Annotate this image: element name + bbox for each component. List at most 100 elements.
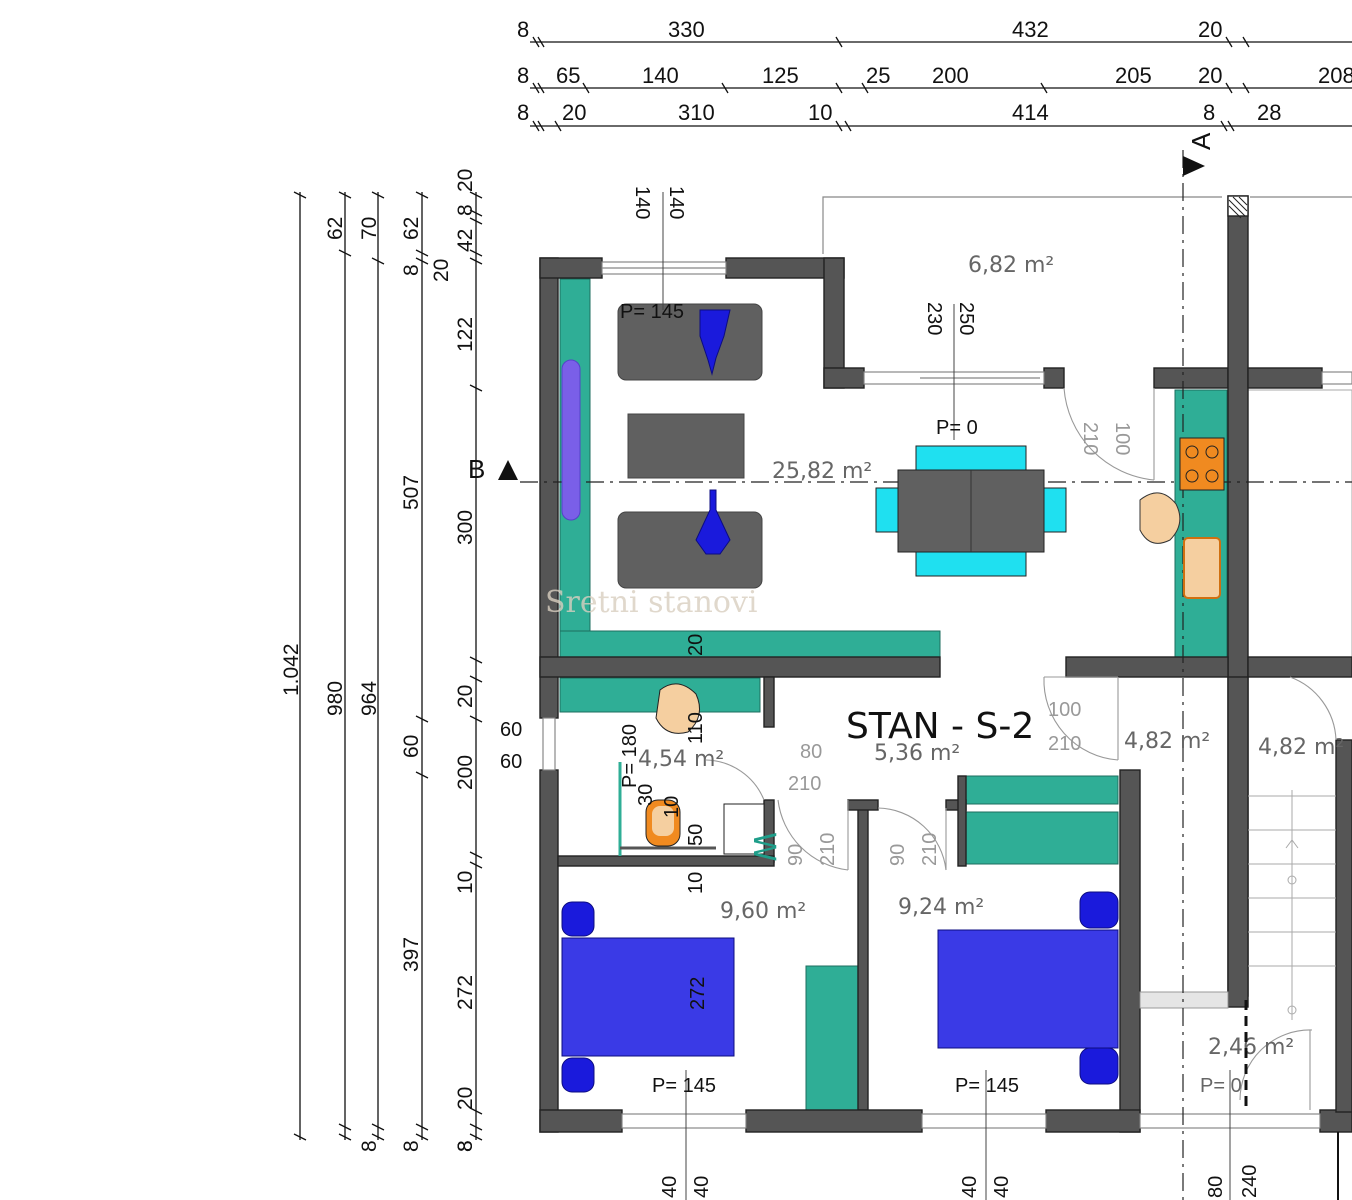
cook-person-icon (1139, 492, 1181, 544)
wall-mid-right (1065, 656, 1229, 678)
area-hall: 5,36 m² (874, 741, 960, 766)
area-bath: 4,54 m² (638, 747, 724, 772)
dim-507: 507 (400, 475, 423, 510)
nightstand-right-bottom (1079, 1047, 1119, 1085)
dim-122: 122 (454, 317, 477, 352)
dim-low-20: 20 (562, 100, 586, 125)
label-100a: 100 (1111, 422, 1133, 455)
label-30: 30 (635, 784, 657, 806)
dim-62b: 62 (400, 217, 423, 240)
label-p180: P= 180 (619, 724, 641, 788)
dim-300: 300 (454, 510, 477, 545)
label-110: 110 (685, 712, 707, 744)
wall-top-g (1247, 367, 1323, 389)
label-bot240: 240 (1239, 1165, 1261, 1198)
area-stair: 4,82 m² (1258, 735, 1344, 760)
label-210b: 210 (1048, 733, 1081, 755)
label-60b: 60 (500, 751, 522, 773)
chairs-top (915, 445, 1027, 471)
wall-far-right (1335, 739, 1352, 1113)
left-dimension-lines (293, 191, 483, 1141)
label-272: 272 (687, 977, 709, 1010)
dim-mid-208: 208 (1318, 63, 1352, 88)
label-p145b: P= 145 (652, 1075, 716, 1097)
dim-low-28: 28 (1257, 100, 1281, 125)
dim-20c: 20 (454, 685, 477, 708)
label-10a: 10 (661, 796, 683, 818)
dim-mid-20: 20 (1198, 63, 1222, 88)
top-dimension-lines (530, 36, 1352, 132)
bed-wardrobe (805, 965, 859, 1111)
label-p145c: P= 145 (955, 1075, 1019, 1097)
hatched-column (1227, 195, 1249, 219)
area-terrace: 6,82 m² (968, 253, 1054, 278)
dining-set (875, 445, 1067, 577)
stairs (1139, 790, 1336, 1020)
label-100b: 100 (1048, 699, 1081, 721)
dim-200: 200 (454, 755, 477, 790)
label-210e: 210 (919, 833, 941, 866)
person-icon-bottom (695, 489, 731, 555)
kitchen-counter (1174, 389, 1228, 659)
area-labels: 25,82 m² 6,82 m² 4,54 m² 5,36 m² 4,82 m²… (638, 253, 1344, 1060)
area-bed1: 9,60 m² (720, 899, 806, 924)
dim-mid-8: 8 (517, 63, 529, 88)
label-bot40a: 40 (659, 1176, 681, 1198)
bedroom-furniture (561, 891, 1119, 1093)
dim-top-330: 330 (668, 17, 705, 42)
section-b-label: B (468, 454, 485, 484)
label-80: 80 (800, 741, 822, 763)
wall-bath-bottom (557, 855, 775, 867)
person-icon-top (699, 309, 731, 376)
dim-mid-200: 200 (932, 63, 969, 88)
stove-icon (1179, 437, 1225, 491)
label-bot40c: 40 (959, 1176, 981, 1198)
label-90a: 90 (785, 844, 807, 866)
wall-bottom-c (1045, 1109, 1141, 1133)
label-140b: 140 (665, 186, 687, 219)
chairs-bottom (915, 551, 1027, 577)
label-230: 230 (923, 302, 945, 335)
label-60a: 60 (500, 719, 522, 741)
wall-stair-left (1227, 676, 1249, 1008)
wall-right-bed (1119, 769, 1141, 1133)
dim-272: 272 (454, 975, 477, 1010)
section-a-arrow (1183, 156, 1205, 176)
label-p0b: P= 0 (1200, 1075, 1242, 1097)
label-50: 50 (685, 824, 707, 846)
dim-62a: 62 (324, 217, 347, 240)
dim-low-10: 10 (808, 100, 832, 125)
living-furniture (561, 303, 763, 589)
dim-42: 42 (454, 229, 477, 252)
label-90b: 90 (887, 844, 909, 866)
opening-labels: P= 145 P= 0 P= 180 P= 145 P= 145 P= 0 14… (500, 186, 1261, 1200)
wall-left-top (539, 257, 559, 719)
area-entry: 4,82 m² (1124, 729, 1210, 754)
label-20: 20 (685, 634, 707, 656)
wall-bath-a (763, 676, 775, 728)
dim-8e: 8 (454, 204, 477, 216)
dim-mid-125: 125 (762, 63, 799, 88)
dim-top-8: 8 (517, 17, 529, 42)
dim-low-8: 8 (517, 100, 529, 125)
label-bot80: 80 (1205, 1176, 1227, 1198)
area-bed2: 9,24 m² (898, 895, 984, 920)
wall-left-bottom (539, 769, 559, 1133)
dim-top-20: 20 (1198, 17, 1222, 42)
dim-top-432: 432 (1012, 17, 1049, 42)
area-living: 25,82 m² (772, 459, 872, 484)
chair-left (875, 487, 901, 533)
wall-mid-left (539, 656, 941, 678)
dim-8a: 8 (358, 1140, 381, 1152)
dim-20d: 20 (454, 1087, 477, 1110)
dim-20b: 20 (430, 259, 453, 282)
dim-mid-65: 65 (556, 63, 580, 88)
dim-397: 397 (400, 937, 423, 972)
bathroom-fixtures (618, 683, 765, 856)
washer-box (723, 803, 765, 855)
label-250: 250 (955, 302, 977, 335)
dim-mid-140: 140 (642, 63, 679, 88)
label-10b: 10 (685, 872, 707, 894)
bed-left (561, 937, 735, 1057)
door-swings (705, 387, 1337, 1110)
